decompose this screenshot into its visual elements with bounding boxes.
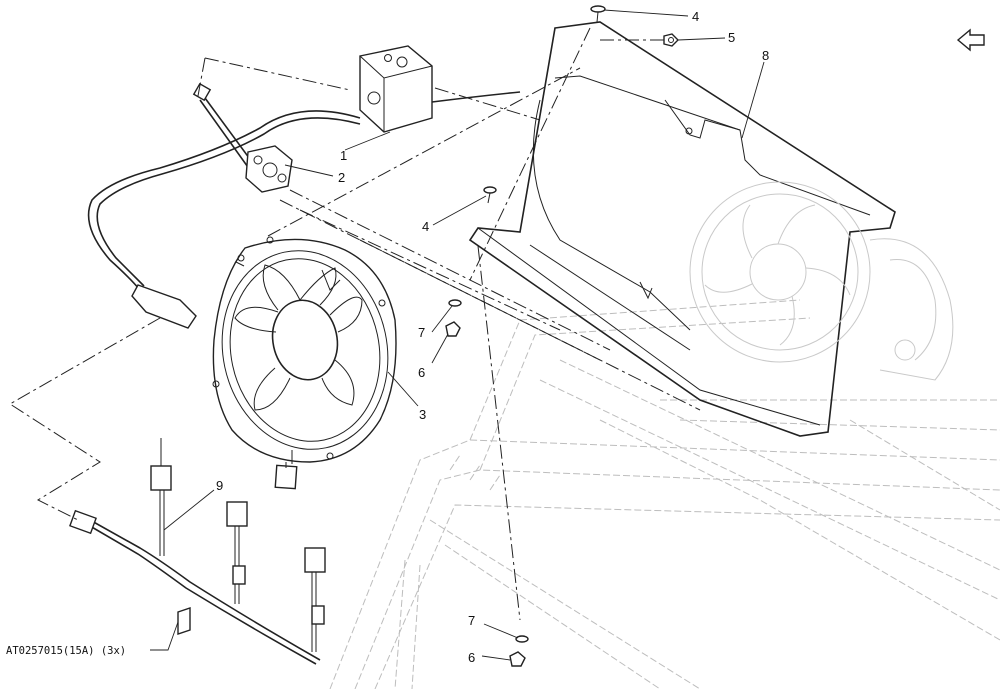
callout-leaders <box>150 9 765 661</box>
fasteners <box>445 5 679 667</box>
callout-7-upper: 7 <box>418 325 425 340</box>
callout-1: 1 <box>340 148 347 163</box>
callout-9: 9 <box>216 478 223 493</box>
callout-2: 2 <box>338 170 345 185</box>
sensor-connector <box>245 145 293 193</box>
chassis-frame-phantom <box>329 238 1000 689</box>
nut-item-5 <box>663 33 679 47</box>
nut-item-6-lower <box>509 651 526 667</box>
callout-6-upper: 6 <box>418 365 425 380</box>
assembly-centerlines <box>9 27 701 621</box>
callout-4-top: 4 <box>692 9 699 24</box>
fan-shroud-panel <box>468 21 896 437</box>
callout-3: 3 <box>419 407 426 422</box>
callout-7-lower: 7 <box>468 613 475 628</box>
callout-4-side: 4 <box>422 219 429 234</box>
screw-item-4-top <box>590 5 606 23</box>
callout-8: 8 <box>762 48 769 63</box>
cooling-fan-assembly <box>212 236 397 490</box>
screw-item-4-side <box>483 186 497 204</box>
relay-box-assembly <box>87 45 521 329</box>
washer-item-7-upper <box>448 299 462 307</box>
forward-arrow-icon[interactable] <box>956 28 985 52</box>
wiring-harness <box>69 438 326 665</box>
callout-labels: 1 2 3 4 4 5 6 6 7 7 8 9 <box>216 9 769 665</box>
callout-6-lower: 6 <box>468 650 475 665</box>
figure-reference-label: AT0257015(15A) (3x) <box>6 645 126 657</box>
nut-item-6-upper <box>445 321 461 337</box>
washer-item-7-lower <box>515 635 529 643</box>
callout-5: 5 <box>728 30 735 45</box>
